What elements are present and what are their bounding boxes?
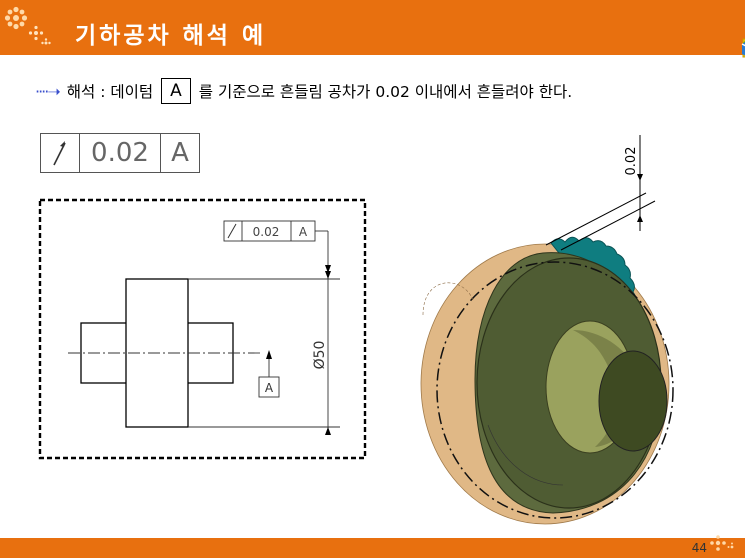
dimension-label: 0.02	[624, 147, 639, 176]
flower-decoration-icon	[4, 6, 51, 45]
datum-reference-box: A	[161, 78, 191, 104]
datum-cell: A	[171, 138, 189, 168]
footer-flower-icon	[710, 535, 734, 551]
small-runout-icon	[227, 223, 237, 239]
title-bar: 기하공차 해석 예	[0, 0, 745, 55]
description-prefix: 해석 : 데이텀	[66, 83, 154, 101]
description-suffix: 를 기준으로 흔들림 공차가 0.02 이내에서 흔들려야 한다.	[198, 83, 573, 101]
drawing-border	[38, 198, 367, 460]
circular-runout-arrow-icon	[53, 141, 66, 166]
analysis-description: ····➝ 해석 : 데이텀 A 를 기준으로 흔들림 공차가 0.02 이내에…	[35, 78, 572, 104]
dimension-leader-lower	[560, 200, 656, 251]
shaft-end	[598, 350, 668, 452]
page-number: 44	[691, 541, 707, 555]
small-fcf-datum: A	[299, 225, 308, 239]
runout-3d-model: 0.02	[420, 135, 674, 525]
diameter-label: Ø50	[312, 341, 328, 370]
datum-box	[258, 376, 280, 398]
reference-circle	[436, 261, 674, 519]
blue-puzzle-icon	[741, 42, 745, 56]
small-fcf-tolerance: 0.02	[253, 225, 280, 239]
engineering-drawing: Ø50 0.02 A A	[38, 198, 367, 460]
small-fcf	[223, 220, 316, 242]
tolerance-cell: 0.02	[80, 134, 161, 172]
datum-label: A	[265, 381, 274, 395]
footer-bar	[0, 538, 745, 558]
runout-symbol-cell	[41, 134, 80, 172]
datum-triangle	[266, 350, 272, 359]
page-title: 기하공차 해석 예	[75, 23, 267, 49]
feature-control-frame: 0.02 A	[40, 133, 200, 173]
dimension-leader-upper	[545, 192, 647, 246]
dotted-arrow-icon: ····➝	[35, 81, 61, 101]
